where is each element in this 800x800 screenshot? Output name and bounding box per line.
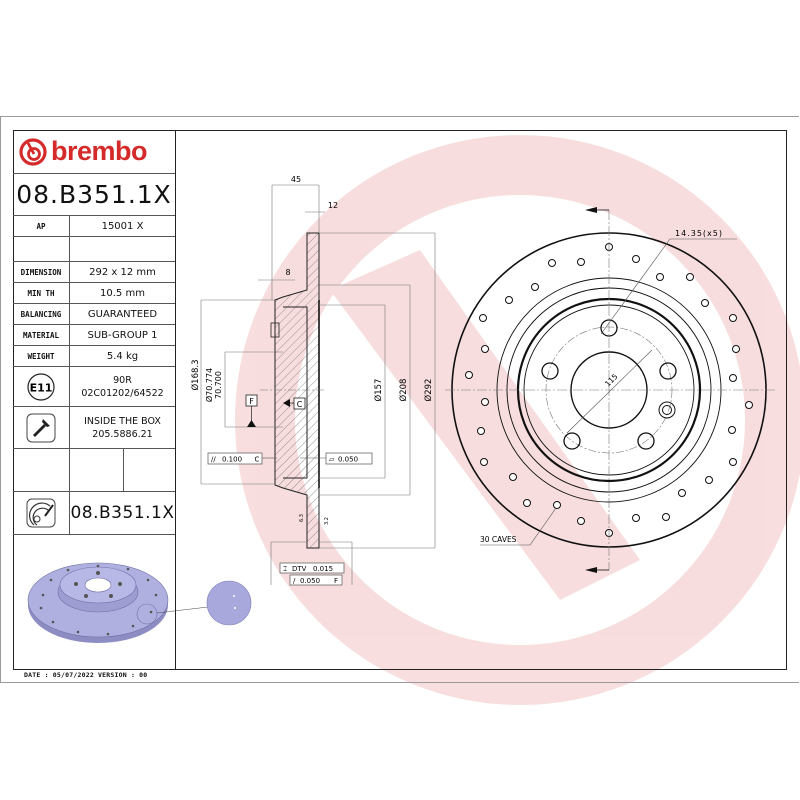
- svg-text:▱: ▱: [329, 456, 335, 464]
- svg-text://: //: [211, 456, 216, 464]
- svg-text:0.050: 0.050: [338, 456, 358, 464]
- spec-row-material: MATERIAL SUB-GROUP 1: [13, 325, 175, 346]
- drawing-inner-frame: [13, 130, 787, 670]
- approval-row: E11 90R 02C01202/64522: [13, 367, 175, 407]
- svg-text:F: F: [249, 397, 254, 406]
- svg-text:12: 12: [328, 201, 338, 210]
- svg-text:Ø168.3: Ø168.3: [190, 359, 201, 390]
- brembo-logo-icon: [19, 137, 47, 166]
- svg-text:3.2: 3.2: [324, 517, 330, 525]
- spec-value: 5.4 kg: [106, 350, 139, 362]
- spec-key: [13, 237, 70, 261]
- kit-part-number: 08.B351.1X: [70, 503, 175, 523]
- spec-key: WEIGHT: [13, 346, 70, 366]
- svg-text:6.3: 6.3: [299, 514, 305, 522]
- brand-name: brembo: [51, 136, 148, 166]
- approval-line-2: 02C01202/64522: [81, 387, 164, 399]
- svg-text:⌶: ⌶: [283, 565, 287, 573]
- blank-row: [13, 449, 175, 492]
- spec-key: MATERIAL: [13, 325, 70, 345]
- svg-text:/: /: [293, 577, 296, 585]
- date-version: DATE : 05/07/2022 VERSION : 00: [24, 671, 148, 679]
- drawing-outer-frame: [0, 116, 799, 683]
- svg-text:14.35(x5): 14.35(x5): [675, 229, 723, 238]
- spec-row-min-th: MIN TH 10.5 mm: [13, 283, 175, 304]
- svg-text:DTV: DTV: [292, 565, 307, 573]
- brand-logo: brembo: [13, 130, 175, 174]
- disc-pad-icon: [26, 498, 56, 528]
- svg-text:70.700: 70.700: [214, 371, 223, 399]
- spec-key: MIN TH: [13, 283, 70, 303]
- screw-icon: [26, 413, 56, 442]
- screw-line-1: INSIDE THE BOX: [84, 415, 161, 427]
- svg-text:0.050: 0.050: [300, 577, 320, 585]
- spec-row-balancing: BALANCING GUARANTEED: [13, 304, 175, 325]
- screw-row: INSIDE THE BOX 205.5886.21: [13, 407, 175, 449]
- approval-line-1: 90R: [113, 374, 132, 386]
- spec-value: GUARANTEED: [87, 308, 158, 320]
- spec-key: BALANCING: [13, 304, 70, 324]
- disc-3d-render: [27, 562, 252, 643]
- svg-text:8: 8: [285, 268, 290, 277]
- svg-text:Ø70.774: Ø70.774: [204, 368, 214, 402]
- svg-text:C: C: [297, 400, 303, 409]
- spec-row-blank: [13, 237, 175, 262]
- spec-row-weight: WEIGHT 5.4 kg: [13, 346, 175, 367]
- screw-line-2: 205.5886.21: [92, 428, 153, 440]
- spec-value: 15001 X: [101, 220, 144, 232]
- svg-text:45: 45: [291, 175, 301, 184]
- spec-row-dimension: DIMENSION 292 x 12 mm: [13, 262, 175, 283]
- spec-value: SUB-GROUP 1: [87, 329, 158, 341]
- svg-text:30 CAVES: 30 CAVES: [480, 535, 517, 544]
- svg-text:Ø157: Ø157: [373, 379, 384, 402]
- svg-text:Ø292: Ø292: [423, 379, 434, 402]
- spec-key: AP: [13, 216, 70, 236]
- spec-value: 10.5 mm: [100, 287, 145, 299]
- kit-row: 08.B351.1X: [13, 492, 175, 535]
- spec-row-ap: AP 15001 X: [13, 216, 175, 237]
- svg-text:C: C: [255, 456, 260, 464]
- svg-text:Ø208: Ø208: [398, 379, 409, 402]
- svg-text:E11: E11: [30, 381, 53, 394]
- svg-text:115: 115: [603, 372, 620, 389]
- svg-text:F: F: [334, 577, 338, 585]
- svg-text:0.015: 0.015: [313, 565, 333, 573]
- svg-text:0.100: 0.100: [222, 456, 242, 464]
- title-block: brembo 08.B351.1X AP 15001 X DIMENSION 2…: [13, 130, 176, 670]
- spec-value: 292 x 12 mm: [89, 266, 156, 278]
- part-number: 08.B351.1X: [13, 174, 175, 216]
- spec-key: DIMENSION: [13, 262, 70, 282]
- e11-approval-icon: E11: [27, 372, 55, 401]
